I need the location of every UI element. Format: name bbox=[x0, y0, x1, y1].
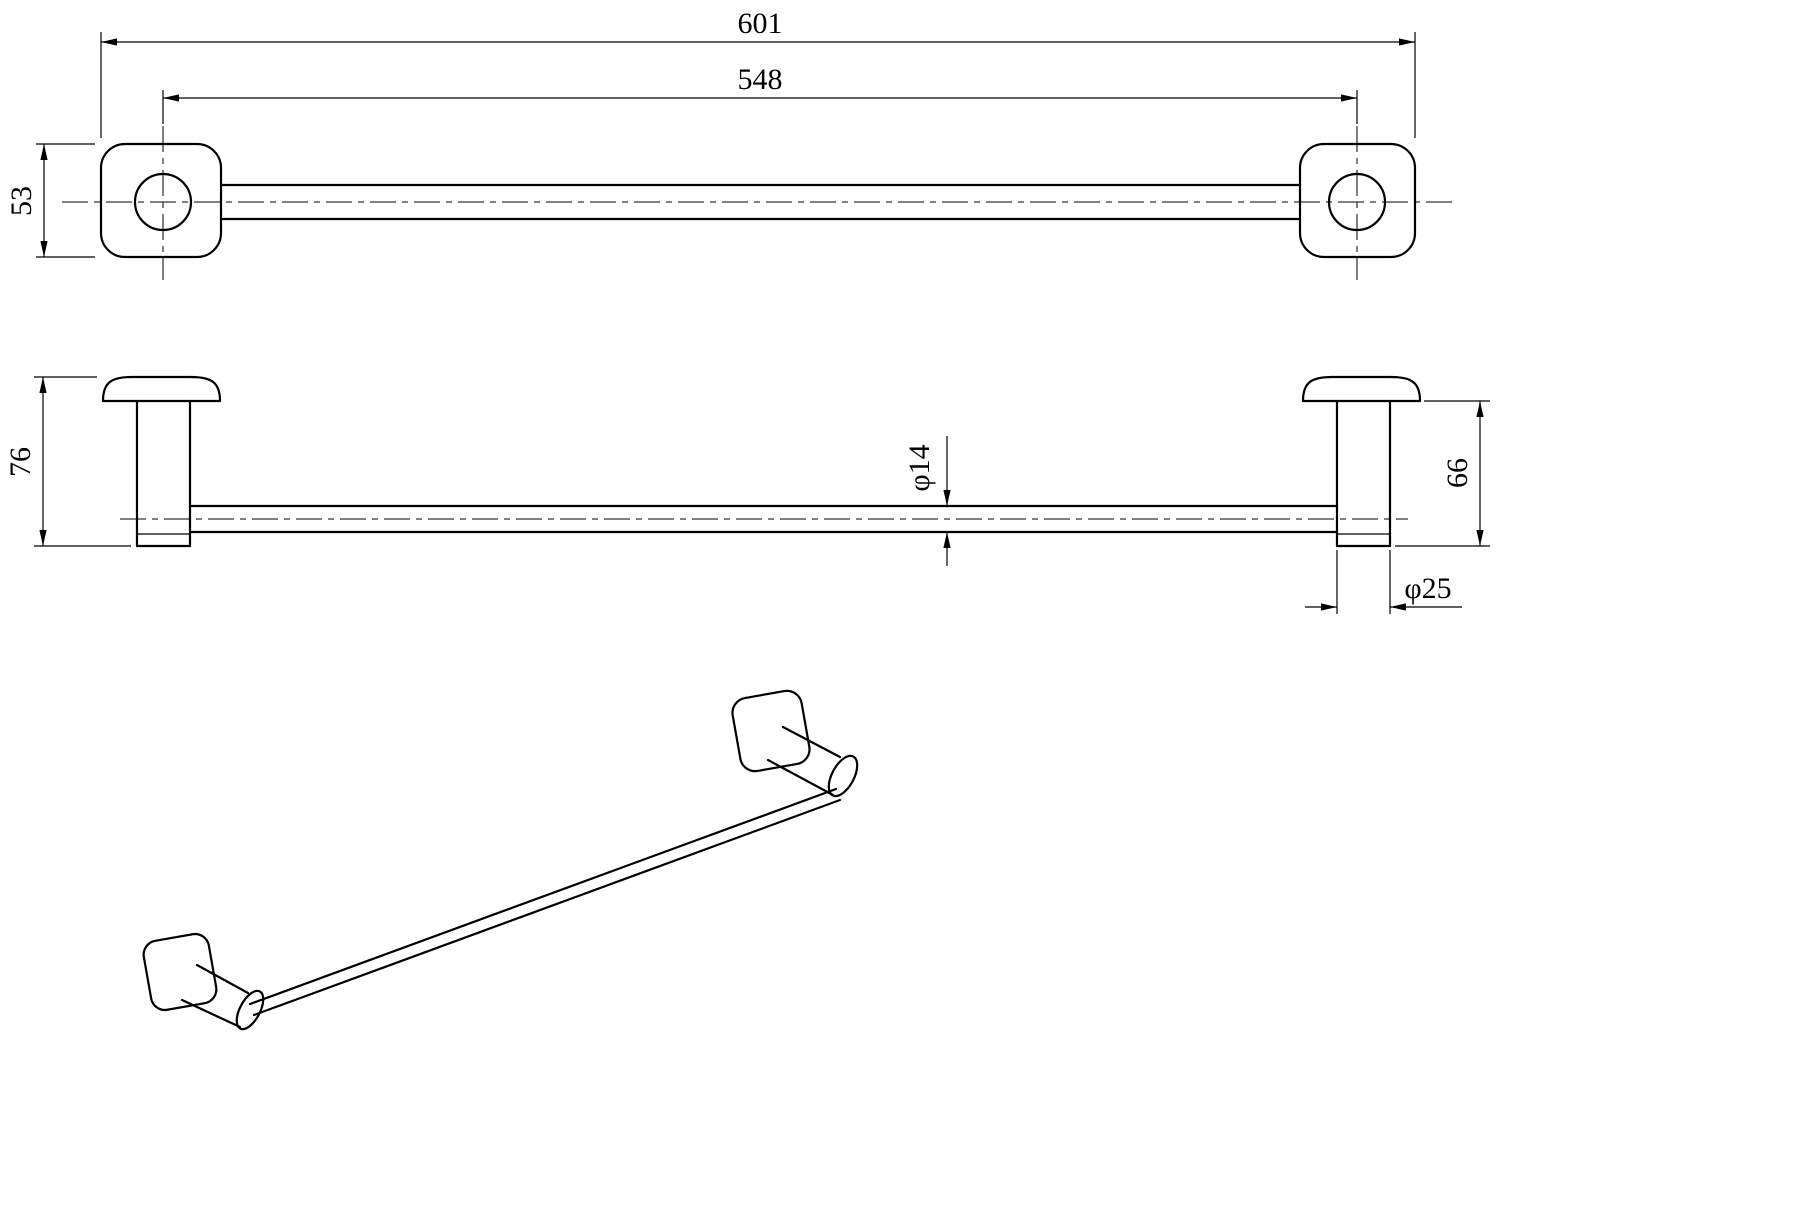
iso-right-post-top-edge bbox=[781, 725, 842, 759]
isometric-view bbox=[142, 689, 859, 1031]
iso-right-post-endcap bbox=[827, 754, 859, 798]
iso-right-bracket bbox=[731, 689, 811, 773]
dimension-bracket-height: 53 bbox=[5, 143, 95, 258]
dimension-post-diameter: φ25 bbox=[1305, 550, 1462, 614]
iso-left-post-top-edge bbox=[195, 963, 250, 995]
side-right-flange bbox=[1301, 375, 1422, 403]
dim-left-projection-label: 76 bbox=[4, 447, 37, 477]
dim-post-diameter-label: φ25 bbox=[1404, 572, 1451, 605]
iso-left-post-endcap bbox=[235, 989, 265, 1031]
iso-right-post-bottom-edge bbox=[766, 758, 835, 797]
dimension-left-projection: 76 bbox=[4, 376, 131, 547]
front-right-post-circle bbox=[1327, 172, 1387, 232]
dim-mount-center-distance-label: 548 bbox=[738, 63, 783, 96]
iso-bar-bottom-edge bbox=[252, 798, 842, 1017]
iso-left-bracket bbox=[142, 932, 218, 1012]
side-left-flange bbox=[101, 375, 222, 403]
front-left-post-circle bbox=[133, 172, 193, 232]
dim-overall-length-label: 601 bbox=[738, 7, 783, 40]
dimension-bar-diameter: φ14 bbox=[903, 436, 951, 566]
iso-left-post-bottom-edge bbox=[180, 998, 242, 1029]
side-view: 76 φ14 66 φ25 bbox=[4, 375, 1490, 614]
dimension-right-projection: 66 bbox=[1395, 400, 1490, 547]
dim-bracket-height-label: 53 bbox=[5, 186, 38, 216]
dimension-overall-length: 601 bbox=[100, 7, 1416, 138]
iso-bar-top-edge bbox=[248, 787, 838, 1006]
front-right-bracket bbox=[1298, 142, 1417, 259]
front-view: 601 548 53 bbox=[5, 7, 1452, 280]
dim-right-projection-label: 66 bbox=[1441, 458, 1474, 488]
front-left-bracket bbox=[99, 142, 223, 259]
dim-bar-diameter-label: φ14 bbox=[903, 444, 936, 491]
dimension-mount-center-distance: 548 bbox=[162, 63, 1358, 124]
